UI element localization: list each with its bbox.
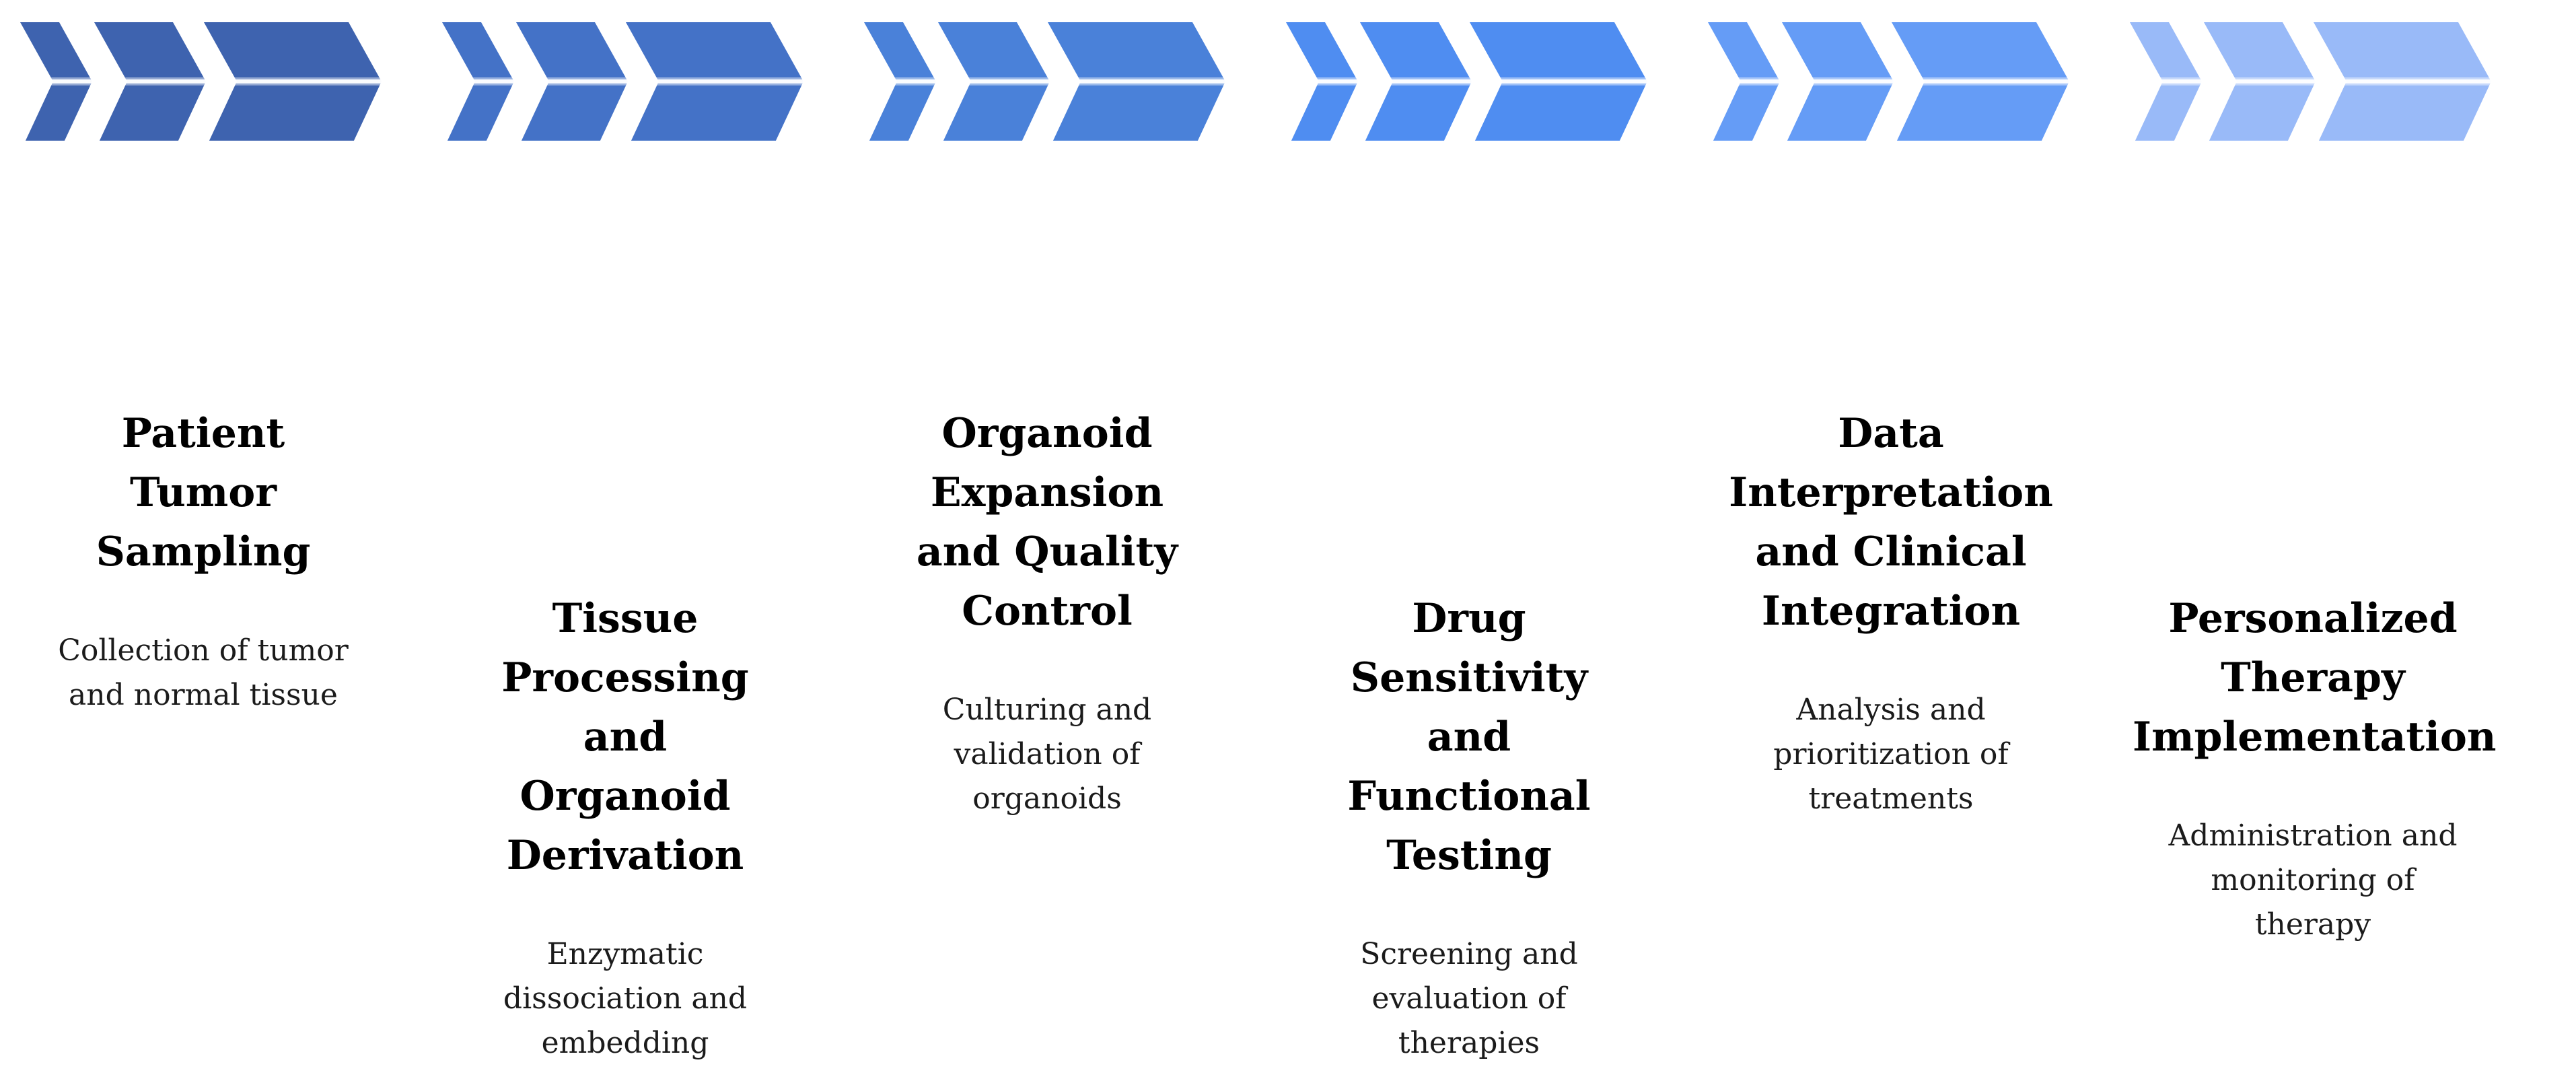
chevron-highlight-line: [2125, 79, 2501, 83]
triple-chevron-arrow-icon: [859, 22, 1235, 141]
chevron-highlight-line: [859, 79, 1235, 83]
triple-chevron-arrow-icon: [1281, 22, 1657, 141]
chevron-highlight-line: [1281, 79, 1657, 83]
chevron-highlight-line: [437, 79, 813, 83]
triple-chevron-arrow-icon: [15, 22, 391, 141]
triple-chevron-arrow-icon: [1703, 22, 2079, 141]
triple-chevron-arrow-icon: [437, 22, 813, 141]
chevron-highlight-line: [1703, 79, 2079, 83]
chevron-highlight-line: [15, 79, 391, 83]
triple-chevron-arrow-icon: [2125, 22, 2501, 141]
